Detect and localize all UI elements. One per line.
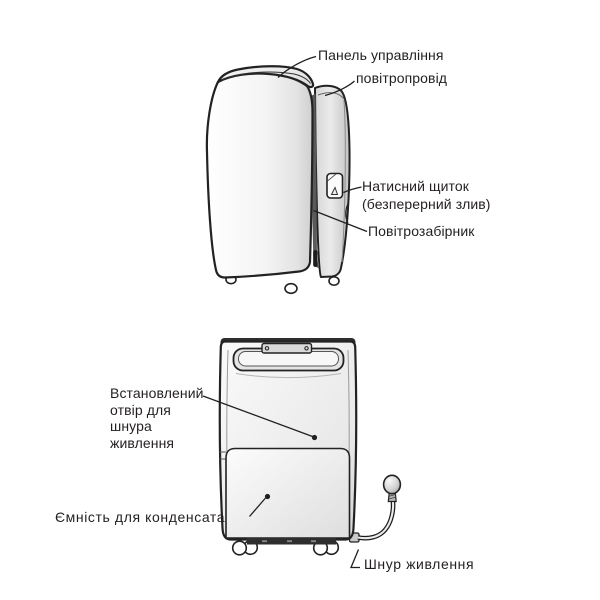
leader-control-panel [277,55,317,78]
push-panel-latch [326,172,344,199]
leader-power-cord [350,549,360,569]
back-view-illustration [218,338,402,556]
label-push-panel: Натисний щиток (безперерний злив) [362,178,491,212]
label-cord-hole: Встановлений отвір для шнура живлення [110,385,204,451]
handle-screw-right [304,346,309,351]
label-air-intake: Повітрозабірник [368,223,475,239]
label-power-cord: Шнур живлення [364,556,475,572]
power-cord [357,500,396,541]
leader-lines [202,55,368,569]
cord-hole-marker-dot [311,434,318,441]
handle-plate [261,342,313,354]
leader-tank [249,497,266,517]
tank-marker-dot [264,493,271,500]
label-condensate-tank: Ємність для конденсата [55,509,226,525]
caster-wheels-front [225,274,340,295]
label-control-panel: Панель управління [318,47,444,63]
front-view-illustration [205,65,351,295]
leader-air-intake [313,209,368,233]
bottom-trim-bar [247,538,336,545]
condensate-tank-panel [225,447,351,539]
leader-cord-hole [202,395,313,438]
handle-recess [232,342,345,372]
label-air-duct: повітропровід [356,70,448,86]
power-plug [382,474,402,503]
control-panel-lid [215,65,315,89]
handle-screw-left [264,346,270,351]
leader-air-duct [324,80,355,97]
duct-side-indent [345,202,350,224]
front-body-panel [205,69,314,279]
leader-push-panel [343,186,362,194]
